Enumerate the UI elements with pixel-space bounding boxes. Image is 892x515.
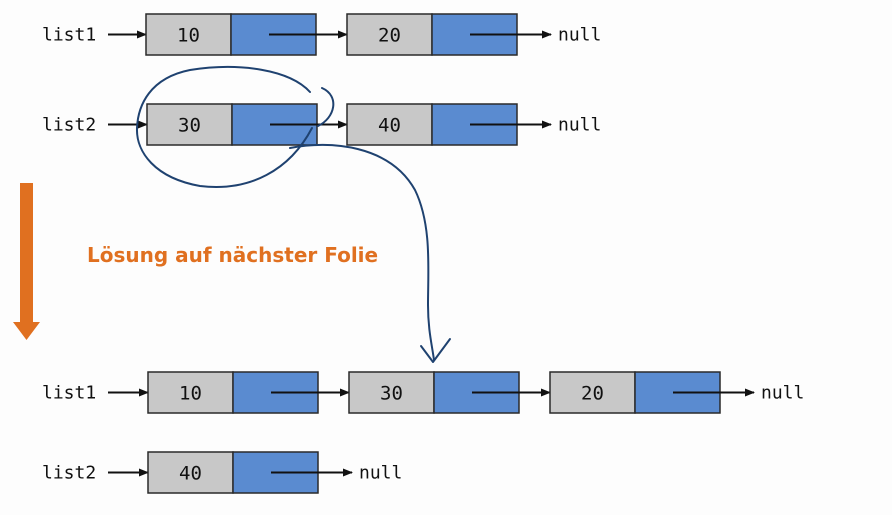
circle-around-node-30-icon [135, 65, 335, 188]
after-list2-node-value: 40 [179, 463, 202, 485]
before-list1-node-value-cell [346, 13, 433, 56]
before-list1-node-value: 20 [378, 25, 401, 47]
before-list2-label: list2 [42, 115, 96, 136]
before-list2-node-value: 40 [378, 115, 401, 137]
before-list1-label: list1 [42, 25, 96, 46]
before-list2-node-value-cell [346, 103, 433, 146]
after-list1-null-label: null [761, 383, 804, 404]
before-list2-null-label: null [558, 115, 601, 136]
hand-drawn-annotation [135, 65, 451, 363]
solution-caption: Lösung auf nächster Folie [87, 243, 378, 267]
before-list1-node-value: 10 [177, 25, 200, 47]
after-list1-node-value: 10 [179, 383, 202, 405]
move-arrowhead-icon [420, 338, 451, 363]
after-list1-node-value-cell [147, 371, 234, 414]
after-list2-null-label: null [359, 463, 402, 484]
orange-down-arrow-icon [13, 183, 40, 340]
after-list2-label: list2 [42, 463, 96, 484]
before-list1-null-label: null [558, 25, 601, 46]
after-list2-node-value-cell [147, 451, 234, 494]
before-list2-node-value: 30 [178, 115, 201, 137]
after-list1-node-value-cell [549, 371, 636, 414]
after-list1-node-value-cell [348, 371, 435, 414]
after-list1-node-value: 30 [380, 383, 403, 405]
move-arrow-curve-icon [289, 143, 435, 361]
after-list1-label: list1 [42, 383, 96, 404]
after-list1-node-value: 20 [581, 383, 604, 405]
